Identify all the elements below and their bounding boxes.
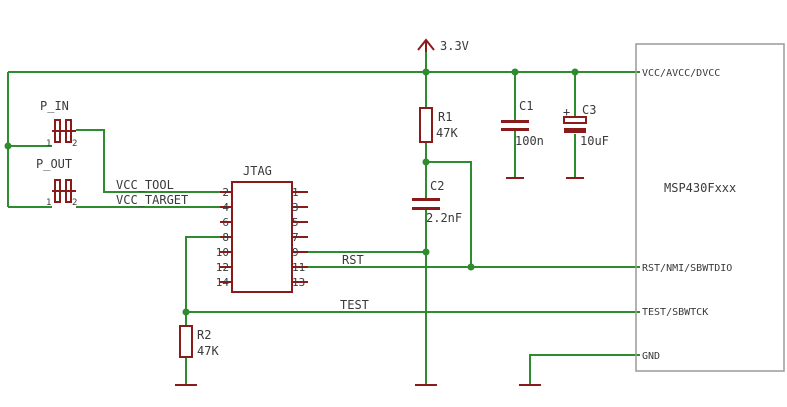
mcu-pin-rst: RST/NMI/SBWTDIO <box>642 263 732 274</box>
mcu-pin-gnd: GND <box>642 351 660 362</box>
net-label-vcc-target: VCC_TARGET <box>116 193 188 207</box>
jtag-pin-4: 4 <box>222 201 229 214</box>
jtag-pin-10: 10 <box>216 246 229 259</box>
jtag-pin-14: 14 <box>216 276 230 289</box>
wire-rst-node <box>426 161 472 267</box>
jumper-p-in-pin1: 1 <box>46 139 51 149</box>
jumper-p-out-pin2: 2 <box>72 198 77 208</box>
wire-vcc-tool <box>76 129 220 193</box>
capacitor-c1: C1 100n <box>501 99 544 179</box>
jtag-pin-1: 1 <box>292 186 299 199</box>
resistor-r1-body <box>419 107 433 143</box>
mcu-body <box>635 43 785 372</box>
capacitor-c3: + C3 10uF <box>563 103 609 179</box>
jtag-pin-13: 13 <box>292 276 305 289</box>
jtag-body <box>231 181 293 293</box>
capacitor-c1-name: C1 <box>519 99 533 113</box>
resistor-r1-name: R1 <box>438 110 452 124</box>
resistor-r2: R2 47K <box>179 325 219 358</box>
capacitor-c3-polarity: + <box>563 105 570 119</box>
capacitor-c2: C2 2.2nF <box>412 179 462 225</box>
junctions <box>4 68 579 316</box>
jtag-pin-8: 8 <box>222 231 229 244</box>
jumper-p-in-label: P_IN <box>40 99 69 113</box>
mcu-name: MSP430Fxxx <box>664 181 736 195</box>
mcu-pin-vcc: VCC/AVCC/DVCC <box>642 68 720 79</box>
jtag-pin-7: 7 <box>292 231 299 244</box>
jumper-p-out-pin1: 1 <box>46 198 51 208</box>
junction-rail-c3 <box>571 68 579 76</box>
net-label-rst: RST <box>342 253 364 267</box>
junction-rst <box>467 263 475 271</box>
capacitor-c1-value: 100n <box>515 134 544 148</box>
jtag-title: JTAG <box>243 164 272 178</box>
junction-rail-r1 <box>422 68 430 76</box>
junction-test <box>182 308 190 316</box>
capacitor-c2-name: C2 <box>430 179 444 193</box>
jumper-p-in: P_IN 1 2 <box>40 99 77 149</box>
jumper-p-out-label: P_OUT <box>36 157 72 171</box>
jtag-pin-6: 6 <box>222 216 229 229</box>
jtag-pin-2: 2 <box>222 186 229 199</box>
resistor-r2-body <box>179 325 193 358</box>
resistor-r1-value: 47K <box>436 126 458 140</box>
jtag-pin-3: 3 <box>292 201 299 214</box>
mcu-pin-test: TEST/SBWTCK <box>642 307 708 318</box>
wires <box>7 50 640 385</box>
jtag-pin-12: 12 <box>216 261 229 274</box>
jtag-pin-5: 5 <box>292 216 299 229</box>
jumper-p-in-pin2: 2 <box>72 139 77 149</box>
jtag-pin-9: 9 <box>292 246 299 259</box>
supply-label: 3.3V <box>440 39 469 53</box>
capacitor-c3-value: 10uF <box>580 134 609 148</box>
capacitor-c3-name: C3 <box>582 103 596 117</box>
net-label-test: TEST <box>340 298 369 312</box>
junction-rail-c1 <box>511 68 519 76</box>
resistor-r1: R1 47K <box>419 107 458 143</box>
resistor-r2-name: R2 <box>197 328 211 342</box>
junction-pin9 <box>422 248 430 256</box>
net-label-vcc-tool: VCC_TOOL <box>116 178 174 192</box>
wire-mcu-gnd <box>529 354 640 385</box>
resistor-r2-value: 47K <box>197 344 219 358</box>
wire-jtag-8 <box>185 236 220 326</box>
mcu-msp430: MSP430Fxxx VCC/AVCC/DVCC RST/NMI/SBWTDIO… <box>635 43 785 372</box>
junction-r1-c2 <box>422 158 430 166</box>
junction-left <box>4 142 12 150</box>
jtag-pin-11: 11 <box>292 261 305 274</box>
jumper-p-out: P_OUT 1 2 <box>36 157 77 208</box>
capacitor-c2-value: 2.2nF <box>426 211 462 225</box>
supply-3v3: 3.3V <box>417 38 469 53</box>
